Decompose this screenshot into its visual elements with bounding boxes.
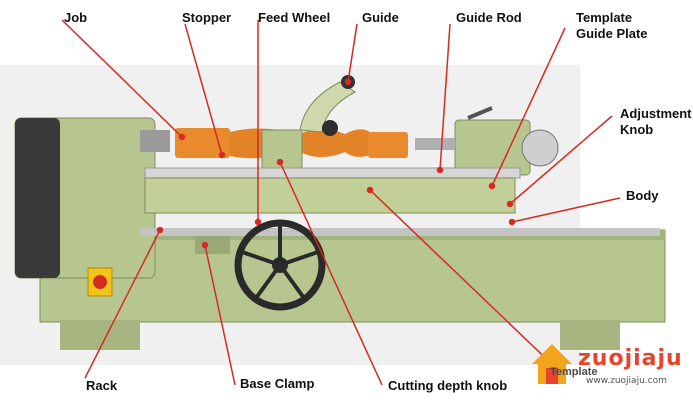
- label-body: Body: [626, 188, 659, 203]
- pointer-template-guide-plate: [491, 27, 566, 187]
- house-logo-icon: [532, 344, 572, 384]
- label-template-guide-plate-line2: Guide Plate: [576, 26, 648, 41]
- template-guide-plate: [144, 177, 516, 214]
- pointer-rack: [84, 229, 161, 379]
- pointer-cutting-depth-knob: [279, 161, 383, 386]
- machine-legs-left: [60, 320, 140, 350]
- pointer-guide-rod: [439, 23, 451, 171]
- tailstock-quill: [415, 138, 455, 150]
- watermark-url: www.zuojiaju.com: [586, 376, 667, 386]
- rack-bar: [140, 228, 660, 236]
- label-feed-wheel: Feed Wheel: [258, 10, 331, 25]
- guide-knob-icon: [322, 120, 338, 136]
- pointer-template: [369, 189, 561, 373]
- pointer-guide: [347, 23, 358, 83]
- watermark-brand: zuojiaju: [578, 346, 683, 371]
- tailstock-lever: [467, 106, 493, 120]
- label-guide: Guide: [362, 10, 399, 25]
- job-block-right: [368, 132, 408, 158]
- label-base-clamp: Base Clamp: [240, 376, 315, 391]
- machine-legs-right: [560, 320, 620, 350]
- guide-rod-bar: [144, 167, 521, 179]
- label-rack: Rack: [86, 378, 118, 393]
- pointer-body: [511, 197, 621, 223]
- pointer-job: [61, 19, 183, 138]
- feed-wheel-icon: [234, 219, 326, 311]
- base-clamp-block: [195, 236, 230, 254]
- label-cutting-depth-knob: Cutting depth knob: [388, 378, 508, 393]
- tailstock-wheel-icon: [521, 129, 559, 167]
- label-stopper: Stopper: [182, 10, 232, 25]
- label-adjustment-knob: Adjustment Knob: [620, 106, 692, 138]
- headstock-spindle: [140, 130, 170, 152]
- watermark: Template zuojiaju www.zuojiaju.com: [528, 340, 688, 392]
- headstock-motor: [15, 118, 60, 278]
- pointer-base-clamp: [204, 244, 236, 386]
- label-template-guide-plate: Template Guide Plate: [576, 10, 693, 42]
- label-adjustment-knob-line2: Knob: [620, 122, 654, 137]
- label-job: Job: [64, 10, 88, 25]
- label-template-guide-plate-line1: Template: [576, 10, 633, 25]
- label-guide-rod: Guide Rod: [456, 10, 522, 25]
- label-adjustment-knob-line1: Adjustment: [620, 106, 692, 121]
- pointer-stopper: [184, 23, 223, 156]
- label-template: Template: [550, 366, 598, 378]
- pointer-adjustment-knob: [509, 115, 613, 205]
